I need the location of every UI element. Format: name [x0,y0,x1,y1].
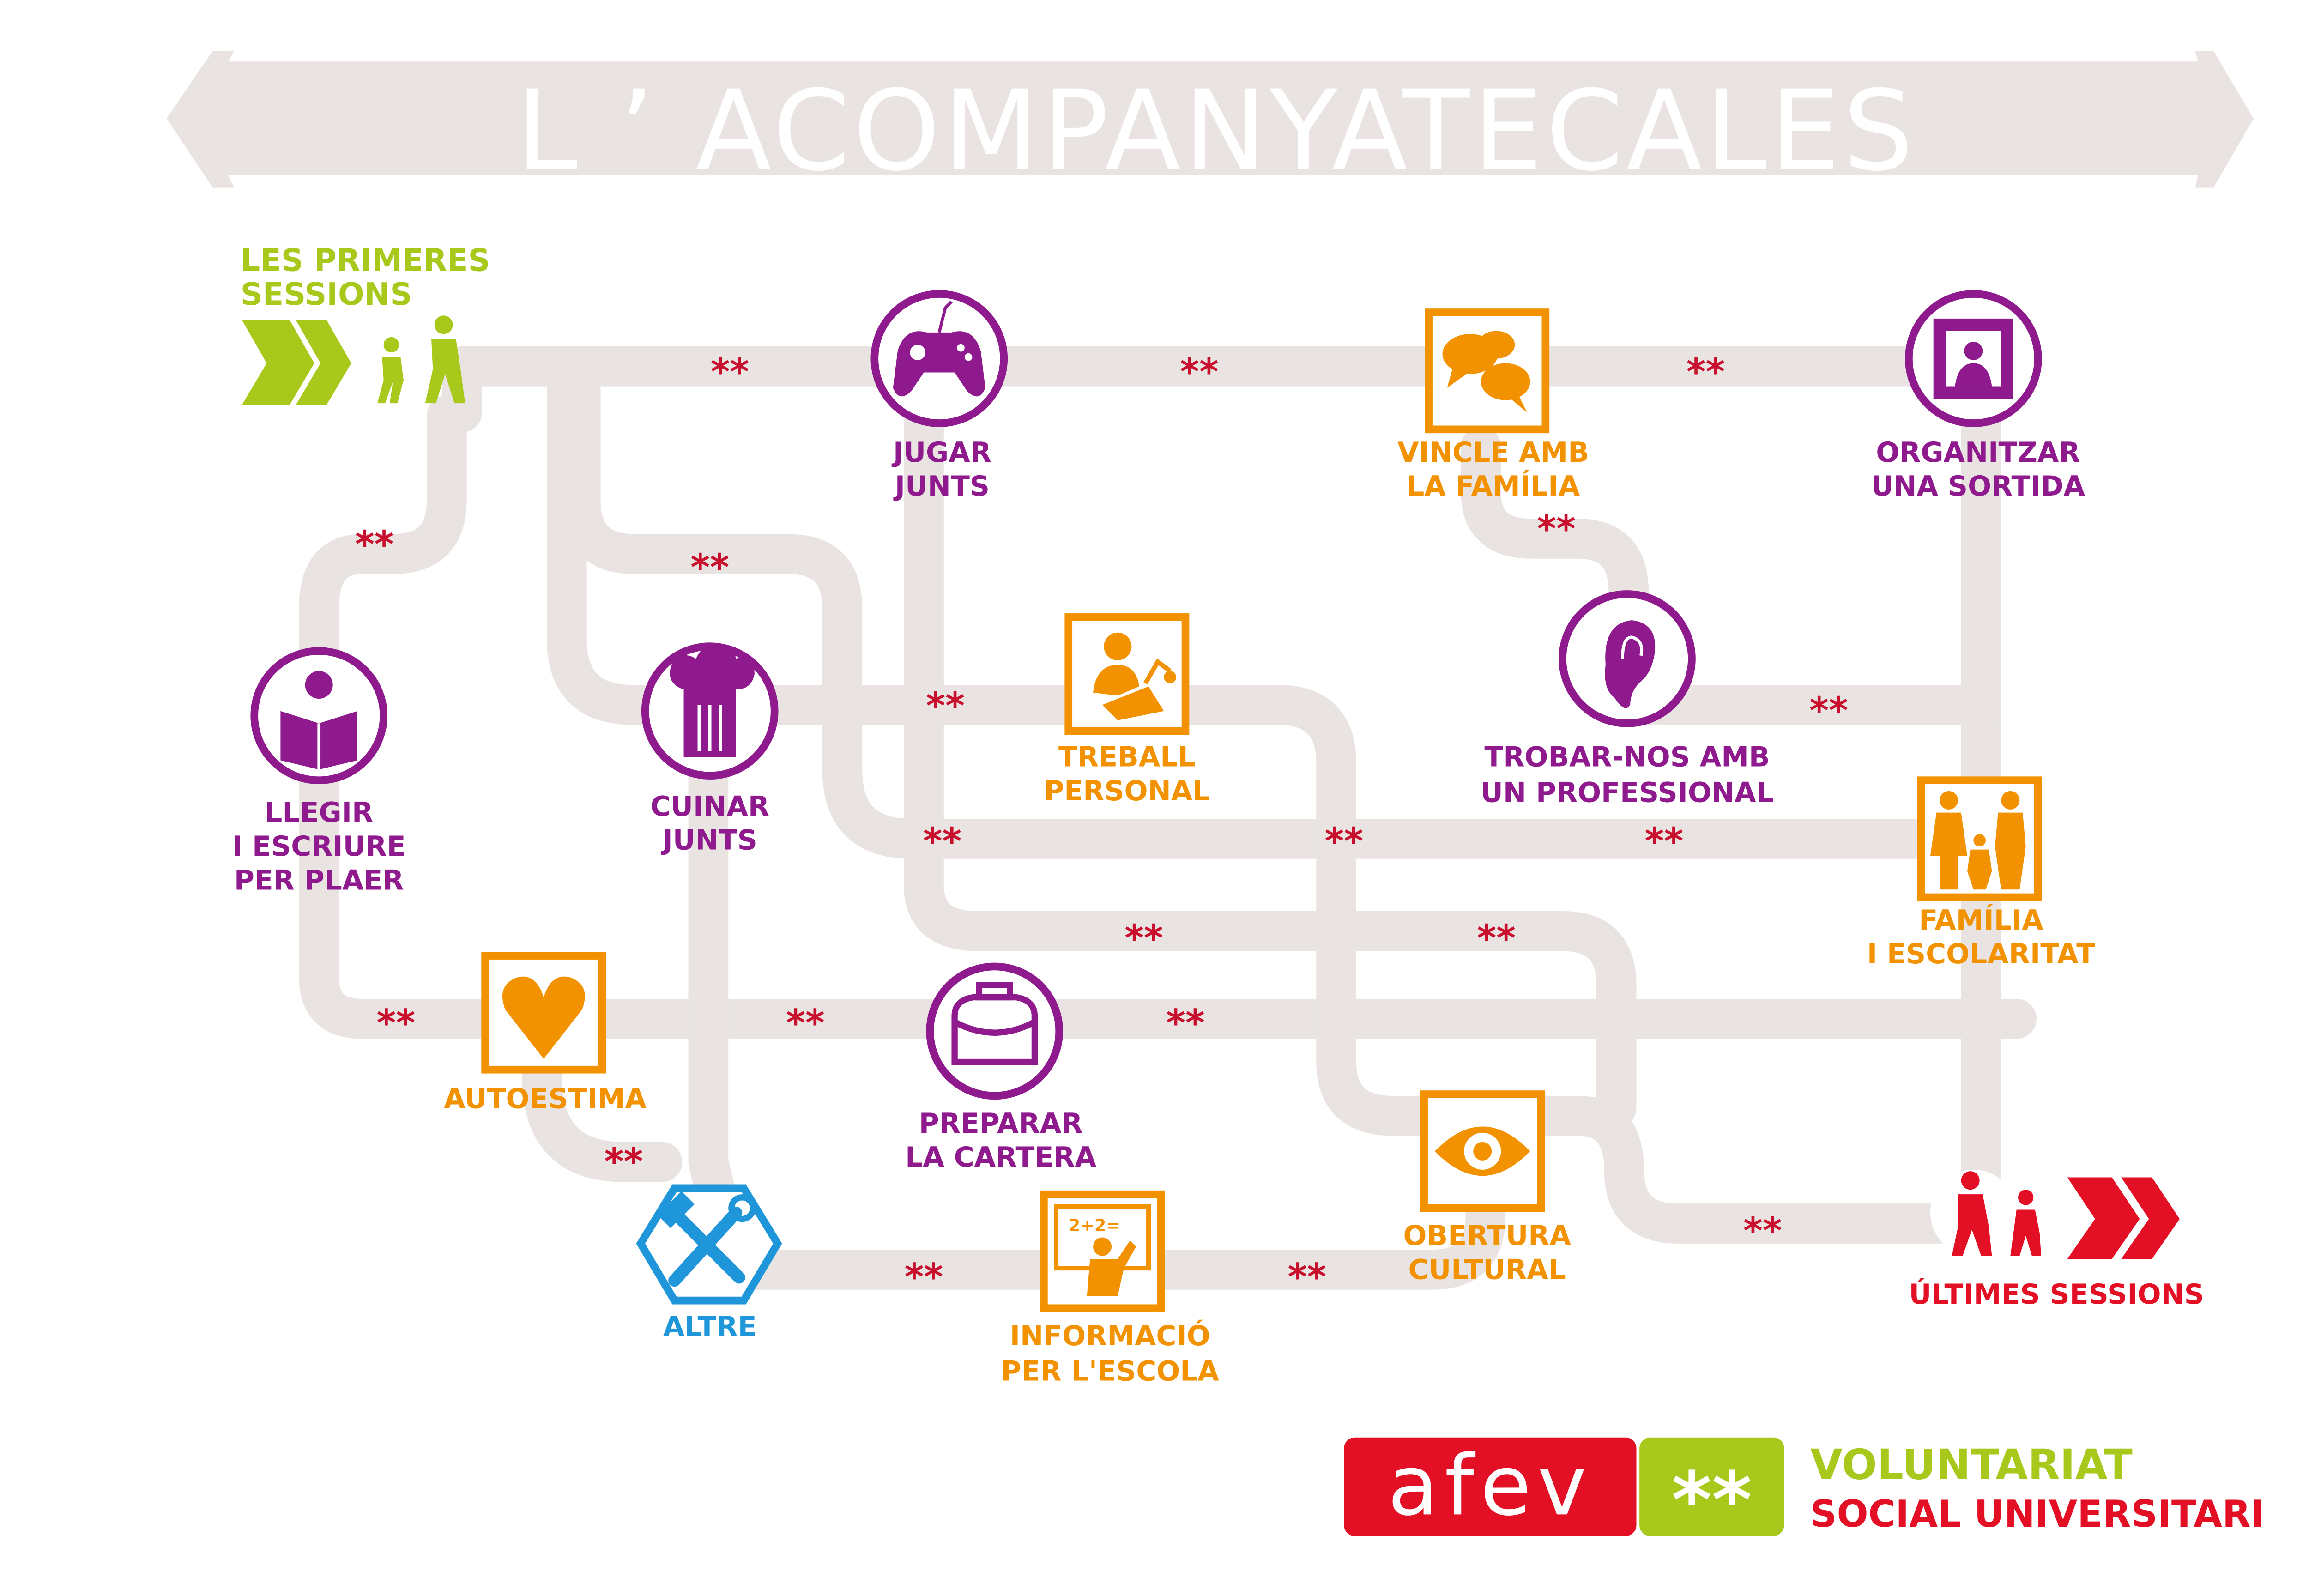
station-cartera: PREPARAR LA CARTERA [905,962,1097,1173]
station-label: PER PLAER [234,864,404,896]
station-label: LLEGIR [265,797,373,829]
station-treball: TREBALL PERSONAL [1044,613,1210,807]
connector-mark: ** [926,684,965,727]
station-label: LA FAMÍLIA [1407,469,1580,502]
title-banner: L ’ ACOMPANYATECALES [166,50,2254,196]
start-label-line1: LES PRIMERES [241,242,490,278]
station-label: LA CARTERA [905,1141,1096,1173]
board-text: 2+2= [1069,1215,1120,1235]
connector-mark: ** [1477,917,1516,960]
start-label-line2: SESSIONS [241,276,412,312]
connector-mark: ** [1645,820,1684,863]
connector-mark: ** [1743,1209,1782,1252]
station-altre: ALTRE [636,1184,782,1343]
station-label: I ESCOLARITAT [1867,938,2095,970]
end-label: ÚLTIMES SESSIONS [1909,1278,2204,1311]
logo-mark: ** [1672,1456,1752,1545]
station-label: CUINAR [650,790,769,822]
connector-mark: ** [786,1002,825,1045]
logo-tagline1: VOLUNTARIAT [1810,1441,2133,1489]
track-network [299,346,2037,1290]
start-arrows-icon [242,320,351,405]
station-label: JUGAR [891,436,991,469]
gamepad-icon [893,300,985,397]
station-informacio: 2+2= INFORMACIÓ PER L'ESCOLA [1001,1190,1220,1387]
station-label: FAMÍLIA [1919,903,2043,937]
eye-icon [1434,1126,1530,1176]
walking-people-icon [1952,1171,2041,1256]
station-label: AUTOESTIMA [444,1083,647,1115]
station-organitzar: ORGANITZAR UNA SORTIDA [1871,290,2085,502]
station-jugar: JUGAR JUNTS [870,290,1008,502]
station-label: ORGANITZAR [1876,436,2080,469]
station-autoestima: AUTOESTIMA [444,952,647,1115]
station-label: JUNTS [661,824,757,857]
connector-mark: ** [604,1140,643,1183]
logo-brand: afev [1388,1438,1593,1534]
station-familia: FAMÍLIA I ESCOLARITAT [1867,776,2095,970]
framed-painting-icon [1933,318,2013,399]
station-trobar: TROBAR-NOS AMB UN PROFESSIONAL [1481,590,1774,809]
station-llegir: LLEGIR I ESCRIURE PER PLAER [232,647,406,896]
station-label: UNA SORTIDA [1871,470,2085,502]
station-cuinar: CUINAR JUNTS [641,642,779,857]
station-label: INFORMACIÓ [1010,1319,1210,1352]
connector-mark: ** [690,546,729,589]
reading-person-icon [280,671,358,770]
connector-mark: ** [1324,820,1363,863]
station-label: TROBAR-NOS AMB [1484,741,1770,774]
station-label: OBERTURA [1403,1220,1572,1252]
walking-people-icon [377,315,465,404]
connector-mark: ** [355,523,394,566]
connector-mark: ** [711,351,750,393]
station-label: PERSONAL [1044,775,1210,807]
logo-tagline2: SOCIAL UNIVERSITARI [1810,1493,2264,1536]
station-vincle: VINCLE AMB LA FAMÍLIA [1397,308,1589,502]
station-label: TREBALL [1058,741,1196,774]
blackboard-teacher-icon: 2+2= [1054,1204,1151,1296]
page-title: L ’ ACOMPANYATECALES [516,66,1916,196]
heart-icon [502,976,585,1059]
station-label: UN PROFESSIONAL [1481,776,1774,809]
station-label: VINCLE AMB [1397,436,1589,469]
connector-mark: ** [1686,351,1725,393]
connector-mark: ** [377,1002,416,1045]
connector-mark: ** [923,820,962,863]
ear-icon [1602,617,1658,712]
connector-mark: ** [1537,508,1576,550]
station-label: CULTURAL [1408,1253,1566,1286]
family-icon [1930,791,2026,890]
school-bag-icon [951,982,1038,1065]
connector-marks: ** ** ** ** ** ** ** ** ** ** ** ** ** *… [355,351,1848,1299]
station-label: ALTRE [663,1311,757,1343]
connector-mark: ** [1180,351,1219,393]
connector-mark: ** [1287,1256,1326,1299]
station-obertura: OBERTURA CULTURAL [1403,1090,1572,1286]
connector-mark: ** [1124,917,1163,960]
start-marker: LES PRIMERES SESSIONS [241,242,490,405]
chef-hat-icon [670,646,755,757]
connector-mark: ** [905,1256,943,1299]
connector-mark: ** [1166,1002,1205,1045]
desk-study-icon [1093,632,1177,720]
station-label: PER L'ESCOLA [1001,1355,1220,1387]
afev-logo: afev ** VOLUNTARIAT SOCIAL UNIVERSITARI [1344,1437,2264,1545]
speech-bubbles-icon [1442,331,1530,413]
end-marker: ÚLTIMES SESSIONS [1909,1169,2204,1311]
station-label: JUNTS [893,470,990,502]
station-label: I ESCRIURE [232,830,406,863]
connector-mark: ** [1809,689,1848,732]
station-label: PREPARAR [919,1107,1083,1140]
end-arrows-icon [2067,1177,2180,1259]
tools-icon [657,1191,756,1287]
